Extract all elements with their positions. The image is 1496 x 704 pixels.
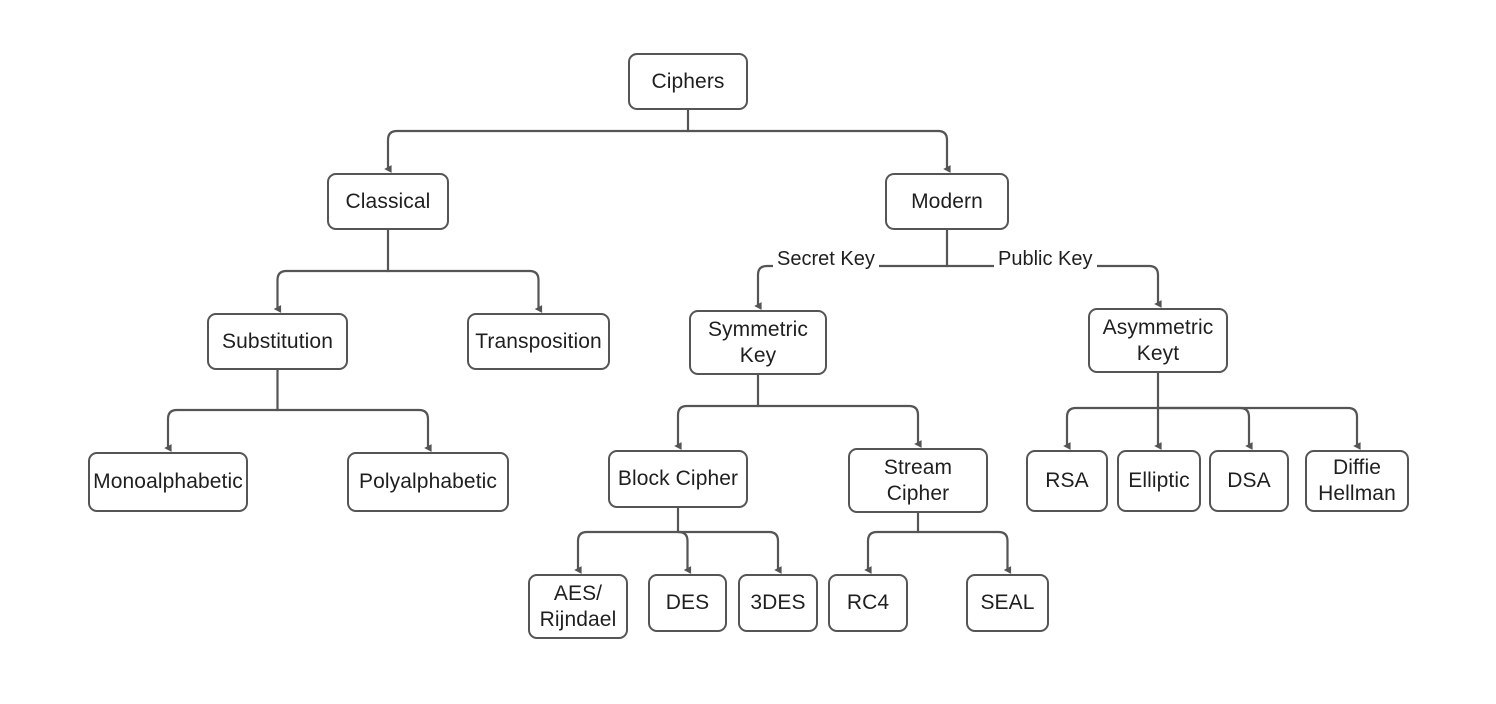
node-stream-cipher[interactable]: Stream Cipher xyxy=(848,448,988,513)
node-transposition[interactable]: Transposition xyxy=(467,313,610,370)
connector-symmetric-key-to-block-cipher xyxy=(674,404,760,450)
connector-block-cipher-to-3des xyxy=(676,530,782,574)
node-polyalphabetic[interactable]: Polyalphabetic xyxy=(347,452,509,512)
connector-ciphers-to-modern xyxy=(686,129,951,173)
node-symmetric-key[interactable]: Symmetric Key xyxy=(689,310,827,375)
node-aes-rijndael[interactable]: AES/ Rijndael xyxy=(528,574,628,639)
connector-asymmetric-key-to-rsa xyxy=(1063,406,1160,450)
connector-stream-cipher-to-rc4 xyxy=(864,530,920,574)
connector-stream-cipher-to-seal xyxy=(916,530,1012,574)
connector-modern-to-asymmetric-key xyxy=(945,264,1162,308)
node-monoalphabetic[interactable]: Monoalphabetic xyxy=(88,452,248,512)
node-substitution[interactable]: Substitution xyxy=(207,313,348,370)
node-block-cipher[interactable]: Block Cipher xyxy=(608,450,748,508)
node-ciphers[interactable]: Ciphers xyxy=(628,53,748,110)
node-3des[interactable]: 3DES xyxy=(738,574,818,632)
node-rc4[interactable]: RC4 xyxy=(828,574,908,632)
node-diffie-hellman[interactable]: Diffie Hellman xyxy=(1305,450,1409,512)
node-des[interactable]: DES xyxy=(648,574,727,632)
connector-classical-to-transposition xyxy=(386,269,543,313)
public-key-label: Public Key xyxy=(994,249,1097,269)
node-elliptic[interactable]: Elliptic xyxy=(1117,450,1201,512)
node-rsa[interactable]: RSA xyxy=(1026,450,1108,512)
node-dsa[interactable]: DSA xyxy=(1209,450,1289,512)
connector-ciphers-to-classical xyxy=(384,129,690,173)
connector-symmetric-key-to-stream-cipher xyxy=(756,404,922,448)
connector-asymmetric-key-to-dsa xyxy=(1156,406,1253,450)
node-asymmetric-key[interactable]: Asymmetric Keyt xyxy=(1088,308,1228,373)
connector-asymmetric-key-to-diffie-hellman xyxy=(1156,406,1361,450)
connector-substitution-to-monoalphabetic xyxy=(164,408,279,452)
secret-key-label: Secret Key xyxy=(773,249,879,269)
node-seal[interactable]: SEAL xyxy=(966,574,1049,632)
connector-classical-to-substitution xyxy=(273,269,390,313)
connector-block-cipher-to-aes-rijndael xyxy=(574,530,680,574)
connector-modern-to-symmetric-key xyxy=(754,264,949,310)
connector-block-cipher-to-des xyxy=(676,530,692,574)
node-modern[interactable]: Modern xyxy=(885,173,1009,230)
node-classical[interactable]: Classical xyxy=(327,173,449,230)
connector-substitution-to-polyalphabetic xyxy=(276,408,432,452)
